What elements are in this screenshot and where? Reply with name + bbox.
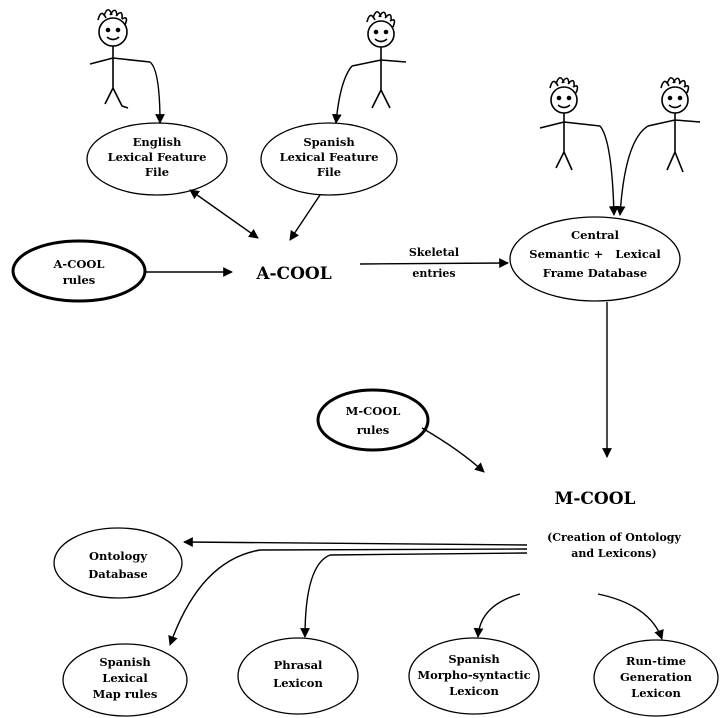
spanish-morpho-line2: Morpho-syntactic — [417, 668, 530, 682]
acool-rules-line2: rules — [63, 273, 96, 287]
runtime-line1: Run-time — [626, 654, 686, 668]
acool-rules-ellipse — [11, 239, 147, 303]
arrow-person4-central — [615, 125, 649, 216]
ontology-db-line2: Database — [88, 567, 147, 581]
person-icon-3 — [539, 76, 601, 171]
acool-rules-line1: A-COOL — [53, 257, 105, 271]
arrow-mcool-ontology-1 — [183, 537, 528, 547]
spanish-file-line3: File — [317, 165, 341, 179]
ontology-db-line1: Ontology — [89, 549, 147, 563]
central-db-ellipse — [509, 216, 681, 302]
runtime-line2: Generation — [620, 670, 693, 684]
person-icon-4 — [647, 76, 701, 173]
mcool-rules-line2: rules — [357, 423, 390, 437]
english-file-line2: Lexical Feature — [108, 150, 207, 164]
central-db-line3: Frame Database — [543, 266, 647, 280]
arrow-person2-spanish — [331, 65, 353, 124]
spanish-map-ellipse — [62, 643, 188, 717]
arrow-mcool-ontology-3 — [329, 552, 528, 556]
arrow-mcool-ontology-2 — [259, 548, 528, 551]
arrow-english-acool — [189, 189, 259, 239]
spanish-file-line2: Lexical Feature — [280, 150, 379, 164]
phrasal-line1: Phrasal — [274, 658, 323, 672]
mcool-sub-line1: (Creation of Ontology — [547, 531, 681, 544]
mcool-label: M-COOL — [555, 489, 636, 509]
english-file-line1: English — [133, 135, 182, 149]
central-db-line1: Central — [571, 228, 620, 242]
mcool-rules-line1: M-COOL — [346, 404, 401, 418]
ontology-db-ellipse — [53, 527, 183, 599]
arrow-mcoolrules-mcool — [421, 427, 485, 473]
arrow-mcool-morpho — [473, 593, 521, 638]
acool-label: A-COOL — [255, 264, 331, 284]
spanish-file-ellipse — [260, 122, 398, 196]
spanish-map-line3: Map rules — [93, 687, 158, 701]
spanish-morpho-line3: Lexicon — [449, 684, 499, 698]
phrasal-line2: Lexicon — [273, 676, 323, 690]
mcool-rules-ellipse — [316, 388, 430, 452]
phrasal-ellipse — [237, 637, 359, 715]
mcool-sub-line2: and Lexicons) — [571, 547, 657, 560]
arrow-spanish-acool — [289, 194, 321, 241]
person-icon-1 — [89, 8, 151, 109]
arrow-mcool-spanishmap — [168, 549, 261, 646]
arrow-mcool-phrasal — [300, 554, 331, 638]
arrow-person1-english — [149, 61, 165, 124]
spanish-map-line2: Lexical — [102, 671, 148, 685]
skeletal-line1: Skeletal — [409, 246, 459, 259]
arrow-person3-central — [599, 125, 619, 216]
spanish-morpho-ellipse — [408, 637, 540, 715]
runtime-ellipse — [593, 639, 719, 717]
arrow-acool-central — [359, 258, 509, 268]
arrow-mcool-runtime — [597, 593, 664, 640]
person-icon-2 — [351, 10, 407, 109]
spanish-map-line1: Spanish — [99, 655, 151, 669]
central-db-line2: Semantic + Lexical — [529, 247, 661, 261]
skeletal-line2: entries — [412, 267, 455, 280]
spanish-file-line1: Spanish — [303, 135, 355, 149]
runtime-line3: Lexicon — [631, 686, 681, 700]
english-file-line3: File — [145, 165, 169, 179]
spanish-morpho-line1: Spanish — [448, 652, 500, 666]
